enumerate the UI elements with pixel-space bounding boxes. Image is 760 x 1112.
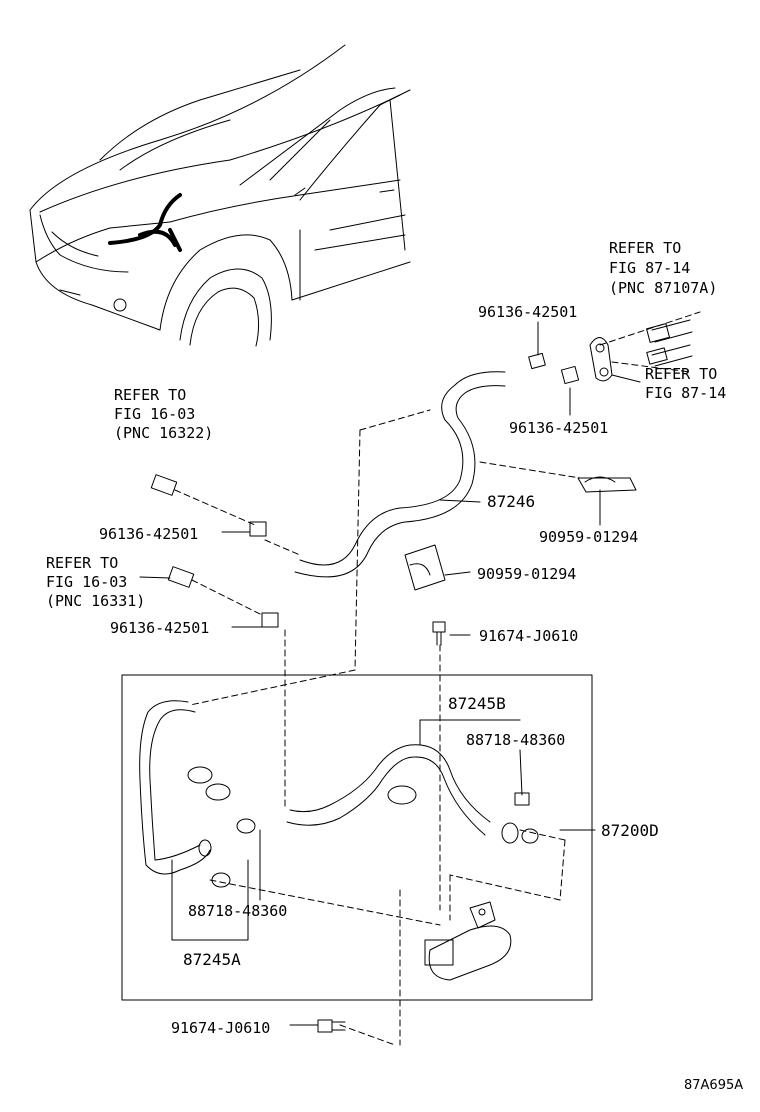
ref-16331-line1: REFER TO — [46, 554, 119, 572]
assembly-frame — [121, 674, 593, 1001]
part-label-hose-87245a: 87245A — [183, 950, 241, 969]
part-label-clamp-left: 88718-48360 — [188, 902, 288, 920]
part-label-clip-upper-top: 96136-42501 — [478, 303, 578, 321]
part-label-clip-left-lower: 96136-42501 — [110, 619, 210, 637]
hose-87245a-drawing — [139, 700, 212, 875]
vehicle-outline — [29, 44, 411, 347]
part-label-bolt-lower: 91674-J0610 — [171, 1019, 271, 1037]
bracket-drawings — [404, 476, 637, 591]
hose-87245b-drawing — [286, 744, 519, 844]
part-label-clamp-right: 88718-48360 — [466, 731, 566, 749]
part-label-bracket-upper: 90959-01294 — [539, 528, 639, 546]
ref-87107a-line2: FIG 87-14 — [609, 259, 691, 277]
figure-id: 87A695A — [684, 1078, 744, 1093]
bolt-upper-drawing — [432, 621, 446, 646]
part-label-bolt-upper: 91674-J0610 — [479, 627, 579, 645]
clamp-drawings — [187, 766, 539, 888]
ref-87107a-line1: REFER TO — [609, 239, 682, 257]
dashed-leaders — [174, 311, 701, 1046]
part-label-bracket-lower: 90959-01294 — [477, 565, 577, 583]
ref-16331-line3: (PNC 16331) — [46, 592, 146, 610]
part-label-clip-left-upper: 96136-42501 — [99, 525, 199, 543]
left-connectors — [150, 474, 279, 628]
ref-87-14-line2: FIG 87-14 — [645, 384, 727, 402]
vehicle-hose-highlight — [108, 193, 182, 252]
ref-16322-line3: (PNC 16322) — [114, 424, 214, 442]
solid-leaders — [139, 321, 641, 1026]
part-label-clip-upper-bottom: 96136-42501 — [509, 419, 609, 437]
part-label-hose-87246: 87246 — [487, 492, 536, 511]
bolt-lower-drawing — [317, 1019, 346, 1033]
ref-16322-line1: REFER TO — [114, 386, 187, 404]
ref-16331-line2: FIG 16-03 — [46, 573, 128, 591]
valve-drawing — [424, 901, 512, 981]
ref-87-14-line1: REFER TO — [645, 365, 718, 383]
part-label-assembly-87200d: 87200D — [601, 821, 659, 840]
part-label-hose-87245b: 87245B — [448, 694, 506, 713]
ref-87107a-line3: (PNC 87107A) — [609, 279, 718, 297]
hose-87246-drawing — [294, 352, 580, 578]
ref-16322-line2: FIG 16-03 — [114, 405, 196, 423]
